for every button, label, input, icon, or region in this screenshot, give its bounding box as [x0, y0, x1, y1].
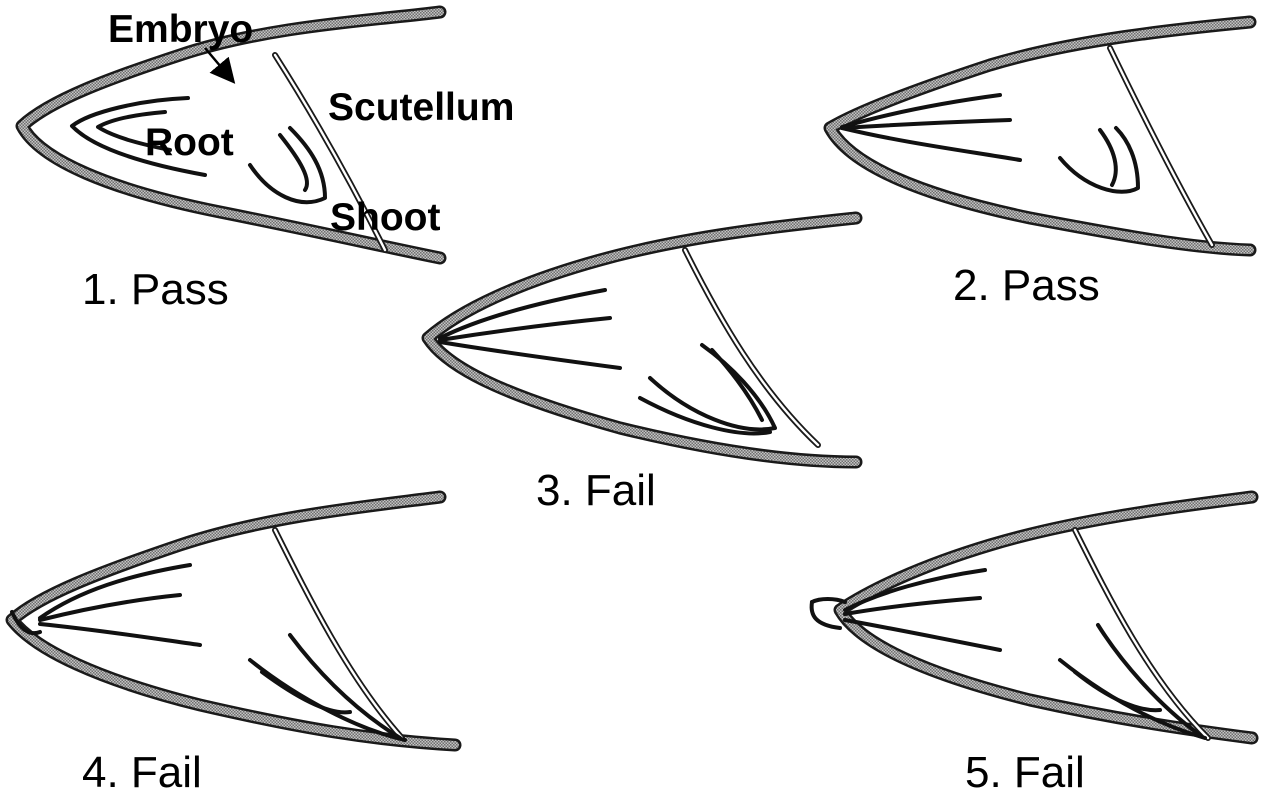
panel-5: 5. Fail: [812, 497, 1252, 795]
seed-5: [812, 497, 1252, 738]
panel-2: 2. Pass: [830, 22, 1250, 310]
embryo-label: Embryo: [108, 8, 253, 51]
scutellum-label: Scutellum: [328, 86, 514, 129]
panel-1: Embryo Scutellum Root Shoot 1. Pass: [22, 8, 514, 314]
seed-4: [12, 497, 455, 745]
shoot-label: Shoot: [330, 196, 440, 239]
seed-tip-notch-top: [812, 599, 845, 602]
seed-2: [830, 22, 1250, 250]
seed-3: [428, 218, 856, 462]
seed-hull: [12, 497, 455, 745]
panel-3: 3. Fail: [428, 218, 856, 515]
panel-caption: 2. Pass: [953, 261, 1100, 310]
root-label: Root: [145, 121, 234, 164]
panel-caption: 3. Fail: [536, 466, 656, 515]
panel-caption: 1. Pass: [82, 265, 229, 314]
panel-caption: 5. Fail: [965, 748, 1085, 795]
seed-hull: [830, 22, 1250, 250]
panel-4: 4. Fail: [12, 497, 455, 795]
seed-hull: [428, 218, 856, 462]
panel-caption: 4. Fail: [82, 748, 202, 795]
